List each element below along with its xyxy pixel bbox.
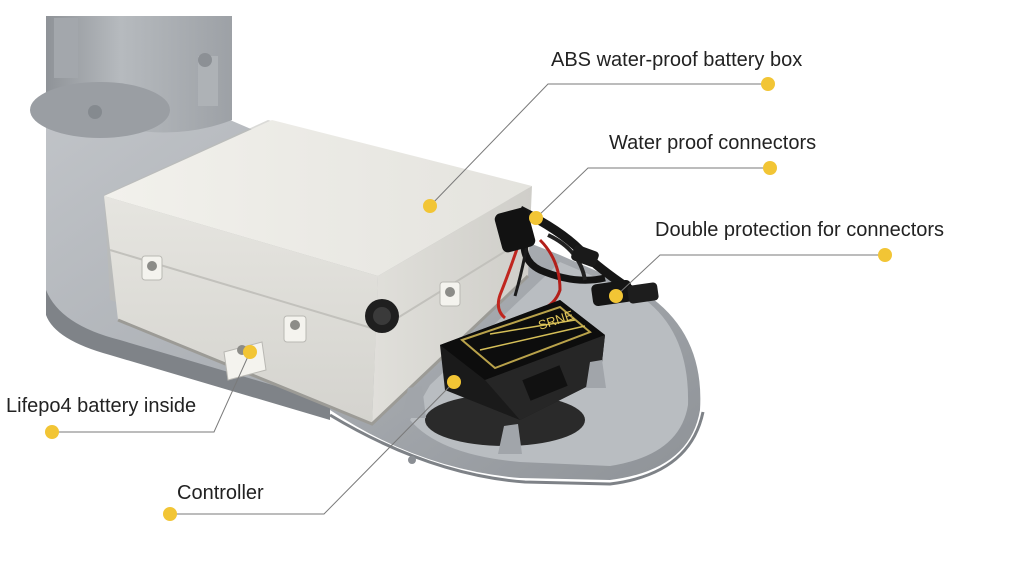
- label-battery-inside: Lifepo4 battery inside: [6, 395, 197, 417]
- leader-line-battery-inside: [52, 351, 251, 433]
- label-controller: Controller: [177, 482, 264, 504]
- marker-dot: [529, 211, 543, 225]
- annotation-markers: [45, 77, 892, 521]
- marker-dot: [763, 161, 777, 175]
- battery-box: [104, 120, 532, 426]
- leader-line-connectors: [535, 167, 770, 219]
- leader-line-battery-box: [429, 83, 768, 207]
- marker-dot: [878, 248, 892, 262]
- marker-dot: [243, 345, 257, 359]
- controller-unit: SRNE: [402, 300, 606, 464]
- marker-dot: [609, 289, 623, 303]
- leader-lines: [52, 83, 885, 515]
- label-battery-box: ABS water-proof battery box: [551, 49, 803, 71]
- marker-dot: [45, 425, 59, 439]
- marker-dot: [423, 199, 437, 213]
- cable-bundle: [494, 205, 659, 320]
- label-double-protection: Double protection for connectors: [655, 219, 945, 241]
- marker-dot: [163, 507, 177, 521]
- leader-line-controller: [170, 381, 455, 515]
- marker-dot: [447, 375, 461, 389]
- leader-line-double-protection: [615, 254, 885, 297]
- marker-dot: [761, 77, 775, 91]
- label-water-proof-connectors: Water proof connectors: [609, 132, 817, 154]
